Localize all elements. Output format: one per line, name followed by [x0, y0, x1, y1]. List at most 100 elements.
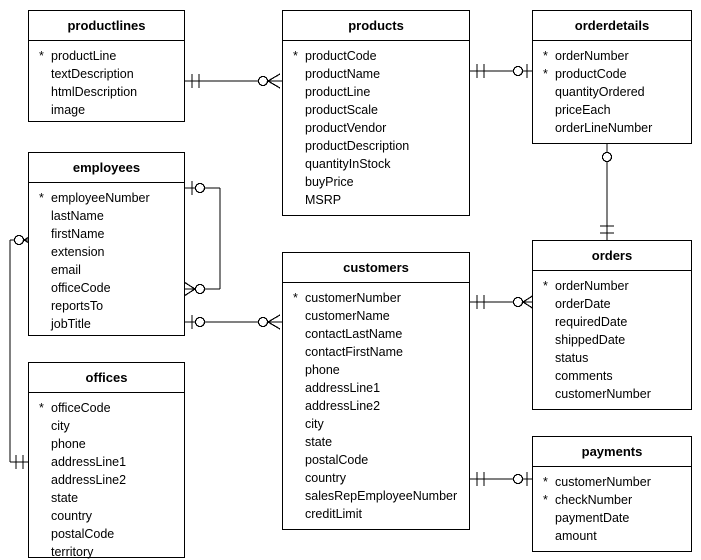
attribute-row[interactable]: addressLine2 — [29, 471, 184, 489]
attribute-label: addressLine1 — [51, 455, 127, 469]
attribute-row[interactable]: officeCode — [29, 279, 184, 297]
attribute-label: lastName — [51, 209, 104, 223]
attribute-row[interactable]: orderDate — [533, 295, 691, 313]
edge-employees-employees[interactable] — [183, 181, 221, 297]
primary-key-icon: * — [39, 191, 44, 205]
attribute-label: productLine — [305, 85, 371, 99]
attribute-row[interactable]: productDescription — [283, 137, 469, 155]
attribute-row[interactable]: city — [29, 417, 184, 435]
attribute-row[interactable]: contactLastName — [283, 325, 469, 343]
attribute-row[interactable]: quantityInStock — [283, 155, 469, 173]
attribute-row[interactable]: quantityOrdered — [533, 83, 691, 101]
attribute-label: addressLine2 — [51, 473, 127, 487]
edge-employees-customers[interactable] — [185, 314, 282, 330]
attribute-row[interactable]: buyPrice — [283, 173, 469, 191]
attribute-row[interactable]: customerNumber — [533, 385, 691, 403]
attribute-row[interactable]: contactFirstName — [283, 343, 469, 361]
attribute-row[interactable]: country — [29, 507, 184, 525]
attribute-row[interactable]: requiredDate — [533, 313, 691, 331]
attribute-row[interactable]: status — [533, 349, 691, 367]
attribute-row[interactable]: *productLine — [29, 47, 184, 65]
attribute-row[interactable]: territory — [29, 543, 184, 560]
attribute-label: productScale — [305, 103, 378, 117]
attribute-row[interactable]: addressLine1 — [29, 453, 184, 471]
attribute-label: requiredDate — [555, 315, 628, 329]
attribute-row[interactable]: state — [29, 489, 184, 507]
attribute-label: customerName — [305, 309, 390, 323]
edge-products-orderdetails[interactable] — [470, 64, 532, 78]
attribute-label: officeCode — [51, 281, 111, 295]
attribute-row[interactable]: amount — [533, 527, 691, 545]
attribute-row[interactable]: orderLineNumber — [533, 119, 691, 137]
attribute-label: extension — [51, 245, 105, 259]
attribute-label: jobTitle — [51, 317, 91, 331]
attribute-row[interactable]: city — [283, 415, 469, 433]
attribute-row[interactable]: *employeeNumber — [29, 189, 184, 207]
attribute-row[interactable]: firstName — [29, 225, 184, 243]
attribute-label: productLine — [51, 49, 117, 63]
edge-customers-orders[interactable] — [470, 294, 535, 310]
attribute-row[interactable]: *customerNumber — [533, 473, 691, 491]
attribute-label: addressLine1 — [305, 381, 381, 395]
attribute-row[interactable]: jobTitle — [29, 315, 184, 333]
attribute-label: orderNumber — [555, 279, 629, 293]
attribute-row[interactable]: postalCode — [29, 525, 184, 543]
attribute-row[interactable]: productLine — [283, 83, 469, 101]
attribute-label: customerNumber — [555, 387, 651, 401]
edge-customers-payments[interactable] — [470, 472, 532, 486]
attribute-row[interactable]: * orderNumber — [533, 47, 691, 65]
attribute-row[interactable]: htmlDescription — [29, 83, 184, 101]
attribute-row[interactable]: priceEach — [533, 101, 691, 119]
attribute-row[interactable]: phone — [283, 361, 469, 379]
attribute-row[interactable]: lastName — [29, 207, 184, 225]
attribute-row[interactable]: *customerNumber — [283, 289, 469, 307]
attribute-row[interactable]: salesRepEmployeeNumber — [283, 487, 469, 505]
primary-key-icon: * — [543, 49, 548, 63]
attribute-row[interactable]: *officeCode — [29, 399, 184, 417]
attribute-label: city — [305, 417, 324, 431]
attribute-row[interactable]: productScale — [283, 101, 469, 119]
attribute-label: amount — [555, 529, 597, 543]
attribute-label: orderNumber — [555, 49, 629, 63]
edge-orderdetails-orders[interactable] — [600, 144, 614, 240]
attribute-row[interactable]: creditLimit — [283, 505, 469, 523]
attribute-row[interactable]: *productCode — [533, 65, 691, 83]
primary-key-icon: * — [543, 493, 548, 507]
attribute-row[interactable]: *checkNumber — [533, 491, 691, 509]
attribute-label: productDescription — [305, 139, 410, 153]
attribute-row[interactable]: *productCode — [283, 47, 469, 65]
attribute-row[interactable]: phone — [29, 435, 184, 453]
attribute-list-customers: *customerNumber customerName contactLastNa… — [283, 283, 469, 531]
attribute-label: email — [51, 263, 81, 277]
attribute-list-employees: *employeeNumber lastName firstName extensio… — [29, 183, 184, 341]
attribute-row[interactable]: shippedDate — [533, 331, 691, 349]
entity-title-offices: offices — [29, 363, 184, 393]
attribute-row[interactable]: country — [283, 469, 469, 487]
attribute-row[interactable]: paymentDate — [533, 509, 691, 527]
attribute-row[interactable]: MSRP — [283, 191, 469, 209]
attribute-row[interactable]: reportsTo — [29, 297, 184, 315]
attribute-row[interactable]: customerName — [283, 307, 469, 325]
attribute-row[interactable]: textDescription — [29, 65, 184, 83]
attribute-row[interactable]: state — [283, 433, 469, 451]
attribute-row[interactable]: image — [29, 101, 184, 119]
attribute-row[interactable]: addressLine2 — [283, 397, 469, 415]
attribute-row[interactable]: extension — [29, 243, 184, 261]
attribute-row[interactable]: addressLine1 — [283, 379, 469, 397]
attribute-label: orderLineNumber — [555, 121, 653, 135]
attribute-row[interactable]: productName — [283, 65, 469, 83]
attribute-row[interactable]: productVendor — [283, 119, 469, 137]
attribute-row[interactable]: comments — [533, 367, 691, 385]
attribute-row[interactable]: *orderNumber — [533, 277, 691, 295]
edge-productlines-products[interactable] — [185, 73, 282, 89]
attribute-row[interactable]: postalCode — [283, 451, 469, 469]
attribute-row[interactable]: email — [29, 261, 184, 279]
